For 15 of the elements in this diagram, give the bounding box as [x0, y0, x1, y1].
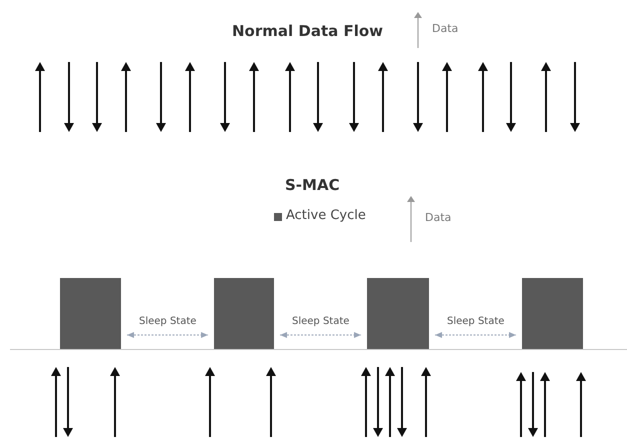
legend-label: Data [425, 211, 452, 224]
active-cycle-block [60, 278, 121, 349]
active-cycle-block [214, 278, 274, 349]
legend-label: Data [432, 22, 458, 35]
heading: S-MAC [285, 176, 340, 194]
sleep-state-arrow [434, 332, 516, 338]
active-cycle-block [522, 278, 583, 349]
edge-label: Sleep State [291, 316, 350, 327]
legend-label: Active Cycle [286, 208, 366, 223]
active-cycle-block [367, 278, 429, 349]
heading: Normal Data Flow [232, 22, 384, 40]
sleep-state-arrow [280, 332, 362, 338]
edge-label: Sleep State [138, 316, 198, 327]
edge-label: Sleep State [446, 316, 506, 327]
sleep-state-arrow [126, 332, 208, 338]
